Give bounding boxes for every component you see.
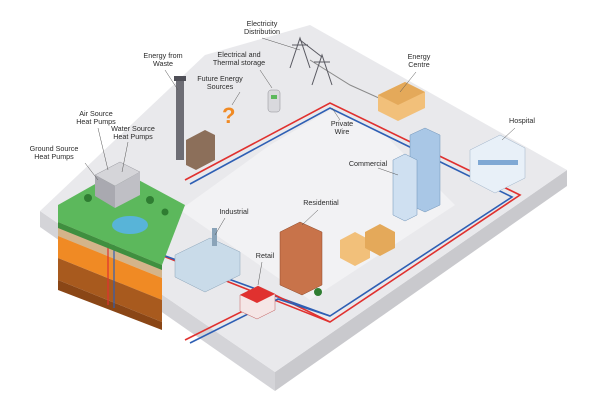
house xyxy=(340,232,370,266)
grass-edge xyxy=(58,222,162,270)
label-air-source-heat-pumps: Air Source Heat Pumps xyxy=(76,109,116,127)
electricity-distribution xyxy=(289,36,333,86)
inner-court xyxy=(180,110,455,300)
label-future-energy-sources: Future Energy Sources xyxy=(197,74,243,92)
leader-commercial xyxy=(377,167,399,176)
apartment-block xyxy=(279,221,323,296)
industrial-stack xyxy=(212,228,217,246)
label-residential: Residential xyxy=(303,198,339,207)
label-private-wire: Private Wire xyxy=(330,119,354,137)
leader-industrial xyxy=(214,217,226,236)
label-energy-centre: Energy Centre xyxy=(407,52,431,70)
pipe-blue-feed xyxy=(189,298,331,344)
chimney-icon xyxy=(176,80,184,160)
future-energy-sources: ? xyxy=(222,103,235,128)
label-water-source-heat-pumps: Water Source Heat Pumps xyxy=(111,124,155,142)
retail-building xyxy=(239,285,276,320)
leader-waste xyxy=(164,69,179,91)
label-retail: Retail xyxy=(255,251,275,260)
leader-storage xyxy=(259,69,273,89)
industrial-buildings xyxy=(174,228,241,293)
energy-centre-roof xyxy=(378,82,425,105)
tree xyxy=(84,194,92,202)
leader-future xyxy=(231,91,241,106)
earth-brown-layer xyxy=(58,258,162,322)
hospital-window-band xyxy=(478,160,518,165)
leader-energy-centre xyxy=(399,71,417,93)
retail-awning xyxy=(240,286,275,303)
private-wire-line xyxy=(309,59,391,104)
leader-private-wire xyxy=(331,107,341,121)
energy-from-waste-plant xyxy=(174,76,215,170)
label-leaders xyxy=(84,37,516,286)
pylon-icon xyxy=(289,36,311,69)
heat-pump-park xyxy=(58,161,185,270)
hospital-building xyxy=(469,134,526,194)
label-ground-source-heat-pumps: Ground Source Heat Pumps xyxy=(29,144,79,162)
pylon-icon xyxy=(311,53,333,86)
platform-side-right xyxy=(275,170,567,391)
leader-residential xyxy=(301,209,319,226)
ground-source-heat-pump-unit xyxy=(95,175,115,208)
energy-centre-building xyxy=(378,82,425,121)
label-industrial: Industrial xyxy=(219,207,249,216)
leader-retail xyxy=(257,261,263,286)
question-mark-icon: ? xyxy=(222,103,235,128)
industrial-hall xyxy=(174,237,241,293)
leader-electricity xyxy=(261,37,301,51)
chimney-cap xyxy=(174,76,186,81)
water-source-heat-pump-unit xyxy=(115,172,140,208)
pond xyxy=(112,216,148,234)
commercial-tower-short xyxy=(392,153,418,222)
leader-hospital xyxy=(501,127,516,141)
leader-ground xyxy=(84,162,99,181)
tree xyxy=(161,208,169,216)
waste-plant-building xyxy=(186,130,215,170)
label-electricity-distribution: Electricity Distribution xyxy=(244,19,280,37)
tree xyxy=(146,196,154,204)
storage-indicator xyxy=(271,95,277,99)
storage-tank xyxy=(267,89,281,113)
label-electrical-thermal-storage: Electrical and Thermal storage xyxy=(212,50,266,68)
leader-water xyxy=(121,141,129,173)
commercial-buildings xyxy=(392,127,441,222)
house xyxy=(365,224,395,256)
leader-air xyxy=(97,127,109,171)
label-hospital: Hospital xyxy=(509,116,535,125)
residential-buildings xyxy=(279,221,395,296)
power-cable xyxy=(299,39,323,58)
tree xyxy=(314,288,322,296)
label-energy-from-waste: Energy from Waste xyxy=(143,51,183,69)
label-commercial: Commercial xyxy=(348,159,388,168)
earth-deep-layer xyxy=(58,280,162,330)
earth-orange-layer xyxy=(58,236,162,300)
electrical-thermal-storage xyxy=(267,89,281,113)
